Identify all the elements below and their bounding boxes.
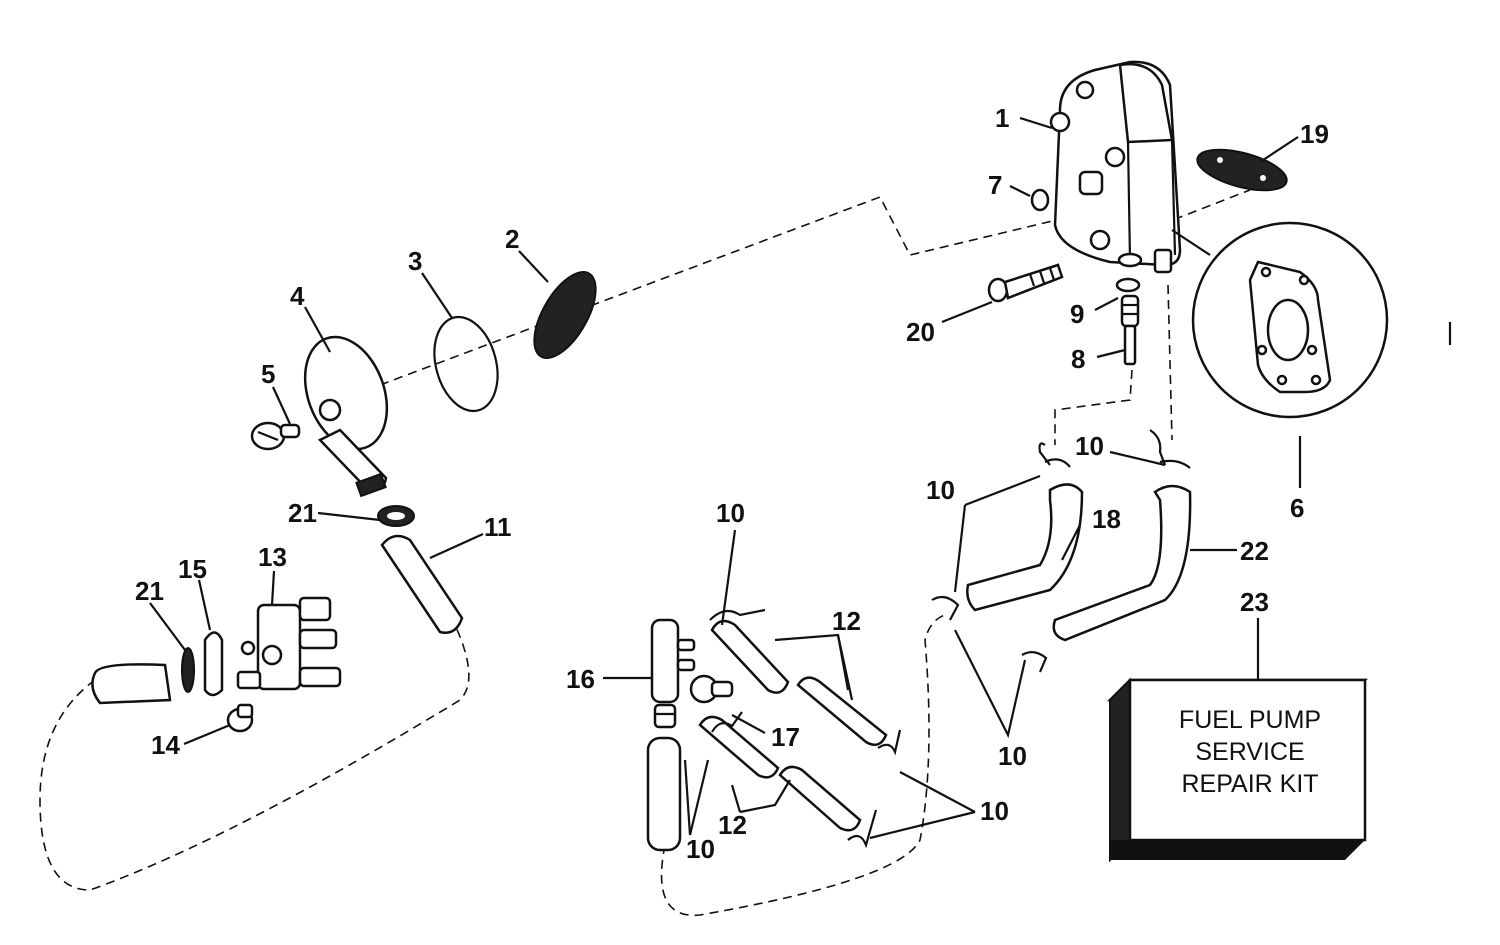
callout-10-c: 10	[1075, 431, 1104, 461]
gasket-detail-circle	[1171, 221, 1389, 488]
washer-part-21-upper	[377, 505, 415, 527]
fuel-pump-body	[1049, 60, 1182, 274]
filter-screen-part-2	[533, 271, 597, 359]
valve-body-part-13	[236, 596, 342, 691]
callout-4: 4	[290, 281, 305, 311]
callout-10-b: 10	[926, 475, 955, 505]
callout-2: 2	[505, 224, 519, 254]
kit-label-line-3: REPAIR KIT	[1181, 770, 1318, 798]
callout-3: 3	[408, 246, 422, 276]
callout-12-a: 12	[832, 606, 861, 636]
callout-23: 23	[1240, 587, 1269, 617]
assembly-dashed-lines	[39, 189, 1251, 917]
o-ring-part-7	[1030, 188, 1050, 212]
callout-10-e: 10	[980, 796, 1009, 826]
screw-part-5	[250, 421, 301, 451]
callout-10-d: 10	[998, 741, 1027, 771]
callout-9: 9	[1070, 299, 1084, 329]
o-ring-part-9	[1115, 277, 1141, 293]
tee-fitting-part-16	[650, 618, 696, 729]
kit-label-line-1: FUEL PUMP	[1179, 706, 1321, 734]
callout-8: 8	[1071, 344, 1085, 374]
elbow-part-17	[689, 674, 734, 704]
repair-kit-box-part-23	[1106, 618, 1369, 863]
callout-14: 14	[151, 730, 180, 760]
callout-5: 5	[261, 359, 275, 389]
leader-lines	[149, 116, 1299, 840]
hose-part-11	[380, 534, 464, 634]
callout-17: 17	[771, 722, 800, 752]
callout-12-b: 12	[718, 810, 747, 840]
callout-1: 1	[995, 103, 1009, 133]
callout-6: 6	[1290, 493, 1304, 523]
inlet-hose	[91, 663, 172, 705]
callout-labels: 1 2 3 4 5 6 7 8 9 10 10 10 10 10 10 11 1…	[135, 103, 1329, 864]
callout-16: 16	[566, 664, 595, 694]
callout-19: 19	[1300, 119, 1329, 149]
callout-21-a: 21	[288, 498, 317, 528]
hoses-part-12	[698, 619, 888, 832]
kit-label-line-2: SERVICE	[1195, 738, 1304, 766]
callout-13: 13	[258, 542, 287, 572]
callout-18: 18	[1092, 504, 1121, 534]
callout-15: 15	[178, 554, 207, 584]
lower-hose	[646, 736, 682, 852]
hose-part-18	[966, 483, 1084, 612]
filter-cover-part-4	[303, 335, 389, 498]
hose-clips-part-10	[709, 429, 1191, 849]
pump-gasket-part-19	[1196, 148, 1288, 192]
callout-22: 22	[1240, 536, 1269, 566]
gasket-part-15	[203, 631, 224, 697]
ring-part-21-lower	[181, 647, 195, 693]
callout-21-b: 21	[135, 576, 164, 606]
callout-11: 11	[484, 512, 512, 542]
screw-part-14	[226, 703, 254, 733]
screw-part-20	[987, 263, 1064, 303]
callout-20: 20	[906, 317, 935, 347]
callout-10-a: 10	[716, 498, 745, 528]
hose-part-22	[1052, 484, 1192, 642]
seal-ring-part-3	[433, 315, 499, 413]
repair-kit-label: FUEL PUMP SERVICE REPAIR KIT	[1179, 706, 1321, 798]
fitting-part-8	[1120, 294, 1140, 366]
callout-7: 7	[988, 170, 1002, 200]
callout-10-f: 10	[686, 834, 715, 864]
